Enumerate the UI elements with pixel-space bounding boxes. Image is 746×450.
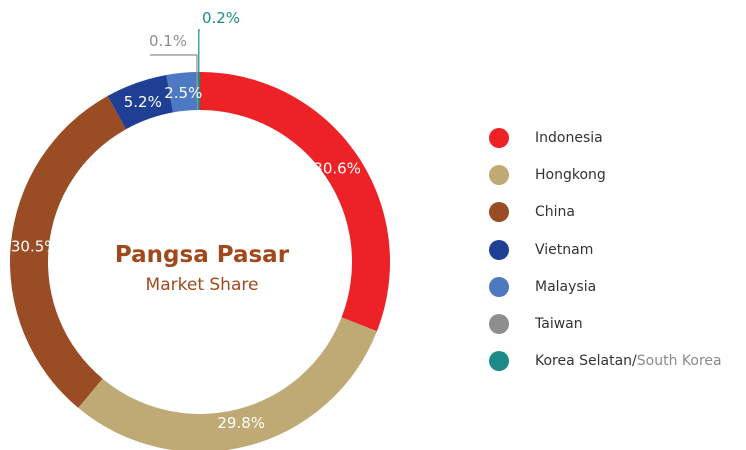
data-label-malaysia: 2.5% xyxy=(164,84,202,102)
data-label-taiwan: 0.1% xyxy=(149,32,187,50)
data-label-hongkong: 29.8% xyxy=(217,414,265,432)
legend-item-hongkong: Hongkong xyxy=(489,156,722,193)
legend-item-malaysia: Malaysia xyxy=(489,268,722,305)
chart-center-subtitle: Market Share xyxy=(145,275,259,295)
slice-china xyxy=(9,96,127,408)
legend-label-vietnam: Vietnam xyxy=(535,241,594,258)
legend-label-hongkong: Hongkong xyxy=(535,166,606,183)
legend-swatch-china xyxy=(489,202,509,223)
legend-swatch-malaysia xyxy=(489,276,509,297)
leader-line-taiwan xyxy=(150,54,198,73)
legend-swatch-korea xyxy=(489,351,509,372)
legend-item-indonesia: Indonesia xyxy=(489,119,722,156)
legend-item-korea: Korea Selatan/South Korea xyxy=(489,343,722,380)
slice-taiwan xyxy=(196,72,199,111)
legend-swatch-hongkong xyxy=(489,164,509,185)
legend-label-korea: Korea Selatan/South Korea xyxy=(535,353,722,369)
leader-line-korea-selatan-south-korea xyxy=(198,29,200,73)
donut-chart: 30.6% 29.8% 30.5% 5.2%2.5% 0.1% 0.2% xyxy=(9,9,390,450)
legend-item-vietnam: Vietnam xyxy=(489,231,722,268)
slice-vietnam xyxy=(107,74,174,130)
chart-center-title: Pangsa Pasar xyxy=(114,242,290,268)
legend-label-china: China xyxy=(535,204,575,221)
data-label-indonesia: 30.6% xyxy=(313,159,361,177)
legend-label-malaysia: Malaysia xyxy=(535,278,597,295)
legend-item-taiwan: Taiwan xyxy=(489,305,722,342)
slice-malaysia xyxy=(166,72,198,113)
legend-label-korea-en: South Korea xyxy=(636,353,722,370)
legend-label-taiwan: Taiwan xyxy=(535,316,583,333)
legend-label-indonesia: Indonesia xyxy=(535,129,603,146)
slice-korea-selatan-south-korea xyxy=(197,72,200,111)
data-label-korea-selatan-south-korea: 0.2% xyxy=(202,9,240,27)
slice-hongkong xyxy=(78,317,377,450)
chart-legend: Indonesia Hongkong China Vietnam Malaysi… xyxy=(489,119,722,380)
legend-swatch-taiwan xyxy=(489,314,509,335)
slice-indonesia xyxy=(200,72,390,332)
legend-item-china: China xyxy=(489,194,722,231)
legend-swatch-indonesia xyxy=(489,127,509,148)
data-label-china: 30.5% xyxy=(11,237,59,255)
legend-label-korea-id: Korea Selatan/ xyxy=(535,353,637,370)
legend-swatch-vietnam xyxy=(489,239,509,260)
data-label-vietnam: 5.2% xyxy=(124,93,162,111)
